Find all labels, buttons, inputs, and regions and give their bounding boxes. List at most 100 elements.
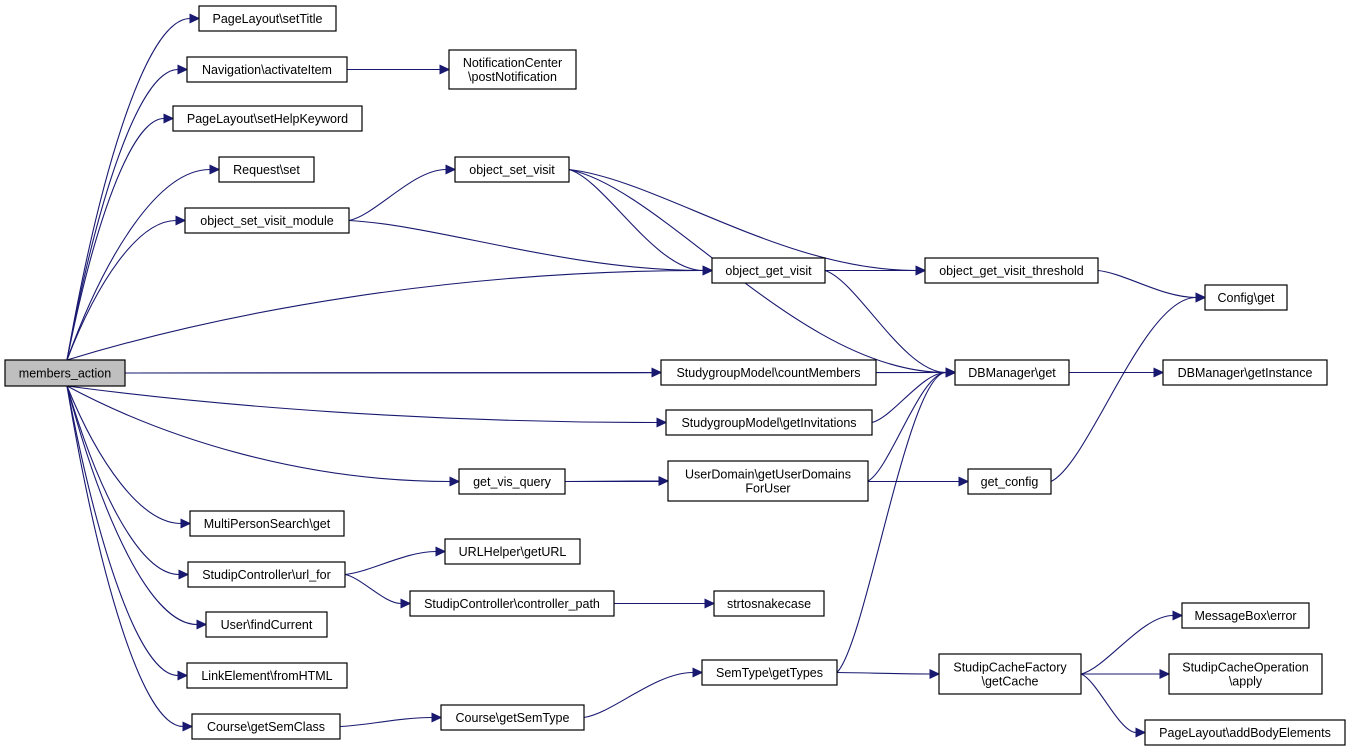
node-snake[interactable]: strtosnakecase (713, 590, 825, 617)
node-box (186, 662, 348, 689)
node-user-find[interactable]: User\findCurrent (205, 611, 328, 638)
node-ogv[interactable]: object_get_visit (711, 257, 826, 284)
nodes-layer: members_action PageLayout\setTitleNavigat… (4, 5, 1346, 746)
node-link-html[interactable]: LinkElement\fromHTML (186, 662, 348, 689)
node-label: DBManager\get (968, 366, 1056, 380)
node-label: object_get_visit (725, 264, 812, 278)
node-label: members_action (19, 367, 111, 381)
arrowhead (1135, 727, 1147, 738)
edge-line (348, 219, 704, 272)
node-get-config[interactable]: get_config (967, 468, 1052, 495)
arrowhead (692, 667, 704, 678)
node-label: object_get_visit_threshold (939, 264, 1084, 278)
arrowhead (178, 569, 190, 580)
node-course-semtype[interactable]: Course\getSemType (440, 704, 585, 731)
node-semtype-types[interactable]: SemType\getTypes (701, 659, 838, 686)
node-db-instance[interactable]: DBManager\getInstance (1162, 359, 1328, 386)
node-label: StudygroupModel\countMembers (676, 366, 860, 380)
edge-line (66, 385, 184, 728)
node-osv-module[interactable]: object_set_visit_module (184, 207, 350, 234)
node-box (924, 257, 1099, 284)
node-box (967, 468, 1052, 495)
node-cache-factory[interactable]: StudipCacheFactory\getCache (938, 653, 1082, 695)
node-get-vis-query[interactable]: get_vis_query (458, 468, 566, 495)
node-ogv-threshold[interactable]: object_get_visit_threshold (924, 257, 1099, 284)
node-box (713, 590, 825, 617)
node-box (191, 713, 341, 740)
edge-ogv-threshold-to-config-get (1097, 269, 1207, 303)
edge-line (1050, 296, 1197, 482)
edge-members-action-to-sg-count (124, 367, 663, 378)
arrowhead (196, 619, 208, 630)
node-sc-url-for[interactable]: StudipController\url_for (187, 561, 346, 588)
edge-line (66, 385, 658, 424)
node-req-set[interactable]: Request\set (218, 156, 315, 183)
node-sg-invites[interactable]: StudygroupModel\getInvitations (665, 409, 873, 436)
node-label: Config\get (1218, 291, 1276, 305)
node-course-semclass[interactable]: Course\getSemClass (191, 713, 341, 740)
edge-semtype-types-to-cache-factory (836, 669, 941, 679)
node-box (1162, 359, 1328, 386)
edge-line (824, 269, 947, 374)
node-label: StudygroupModel\getInvitations (681, 416, 856, 430)
node-box (1204, 284, 1288, 311)
edge-sc-url-for-to-url-get (344, 546, 447, 576)
node-osv[interactable]: object_set_visit (454, 156, 570, 183)
edge-sc-ctrl-path-to-snake (614, 598, 716, 609)
edge-nav-activate-to-nc-post (347, 64, 451, 75)
edge-members-action-to-link-html (66, 385, 189, 681)
edge-ogv-to-ogv-threshold (824, 265, 927, 276)
edge-members-action-to-mps-get (66, 385, 192, 529)
node-pl-setTitle[interactable]: PageLayout\setTitle (198, 5, 337, 32)
node-box (454, 156, 570, 183)
edge-line (66, 269, 704, 361)
node-label: MultiPersonSearch\get (204, 517, 331, 531)
node-mps-get[interactable]: MultiPersonSearch\get (189, 510, 345, 537)
edge-members-action-to-user-find (66, 385, 208, 630)
node-members-action[interactable]: members_action (4, 359, 126, 387)
node-label: ForUser (745, 482, 790, 496)
arrowhead (163, 113, 175, 124)
edge-members-action-to-pl-setHelp (66, 113, 175, 361)
edge-line (66, 219, 177, 361)
edge-line (66, 385, 451, 483)
edge-line (836, 371, 947, 673)
node-box (440, 704, 585, 731)
edge-members-action-to-pl-setTitle (66, 13, 201, 361)
node-label: PageLayout\setHelpKeyword (187, 112, 348, 126)
arrowhead (704, 598, 716, 609)
node-nc-post[interactable]: NotificationCenter\postNotification (448, 49, 577, 90)
node-pl-setHelp[interactable]: PageLayout\setHelpKeyword (172, 105, 363, 132)
node-label: get_config (981, 475, 1039, 489)
node-cache-op[interactable]: StudipCacheOperation\apply (1168, 653, 1323, 695)
edge-course-semclass-to-course-semtype (339, 712, 443, 728)
node-label: Request\set (233, 163, 300, 177)
arrowhead (435, 546, 447, 557)
arrowhead (177, 64, 189, 75)
node-box (198, 5, 337, 32)
node-box (667, 460, 869, 502)
node-nav-activate[interactable]: Navigation\activateItem (186, 56, 348, 83)
node-label: strtosnakecase (727, 597, 811, 611)
node-msg-error[interactable]: MessageBox\error (1181, 602, 1310, 629)
edge-sg-invites-to-db-get (871, 367, 957, 424)
node-label: MessageBox\error (1194, 609, 1296, 623)
node-sc-ctrl-path[interactable]: StudipController\controller_path (409, 590, 615, 617)
arrowhead (445, 164, 457, 175)
edge-line (124, 371, 653, 374)
arrowhead (400, 598, 412, 609)
arrowhead (180, 518, 192, 529)
node-label: StudipController\controller_path (424, 597, 600, 611)
node-label: URLHelper\getURL (459, 545, 567, 559)
node-config-get[interactable]: Config\get (1204, 284, 1288, 311)
edge-cache-factory-to-cache-op (1080, 669, 1171, 679)
node-sg-count[interactable]: StudygroupModel\countMembers (660, 359, 877, 386)
node-pl-body[interactable]: PageLayout\addBodyElements (1144, 719, 1346, 746)
node-db-get[interactable]: DBManager\get (954, 359, 1070, 386)
node-label: StudipController\url_for (202, 568, 331, 582)
node-box (938, 653, 1082, 695)
node-url-get[interactable]: URLHelper\getURL (444, 538, 581, 565)
node-label: NotificationCenter (463, 56, 562, 70)
edge-line (66, 385, 179, 677)
